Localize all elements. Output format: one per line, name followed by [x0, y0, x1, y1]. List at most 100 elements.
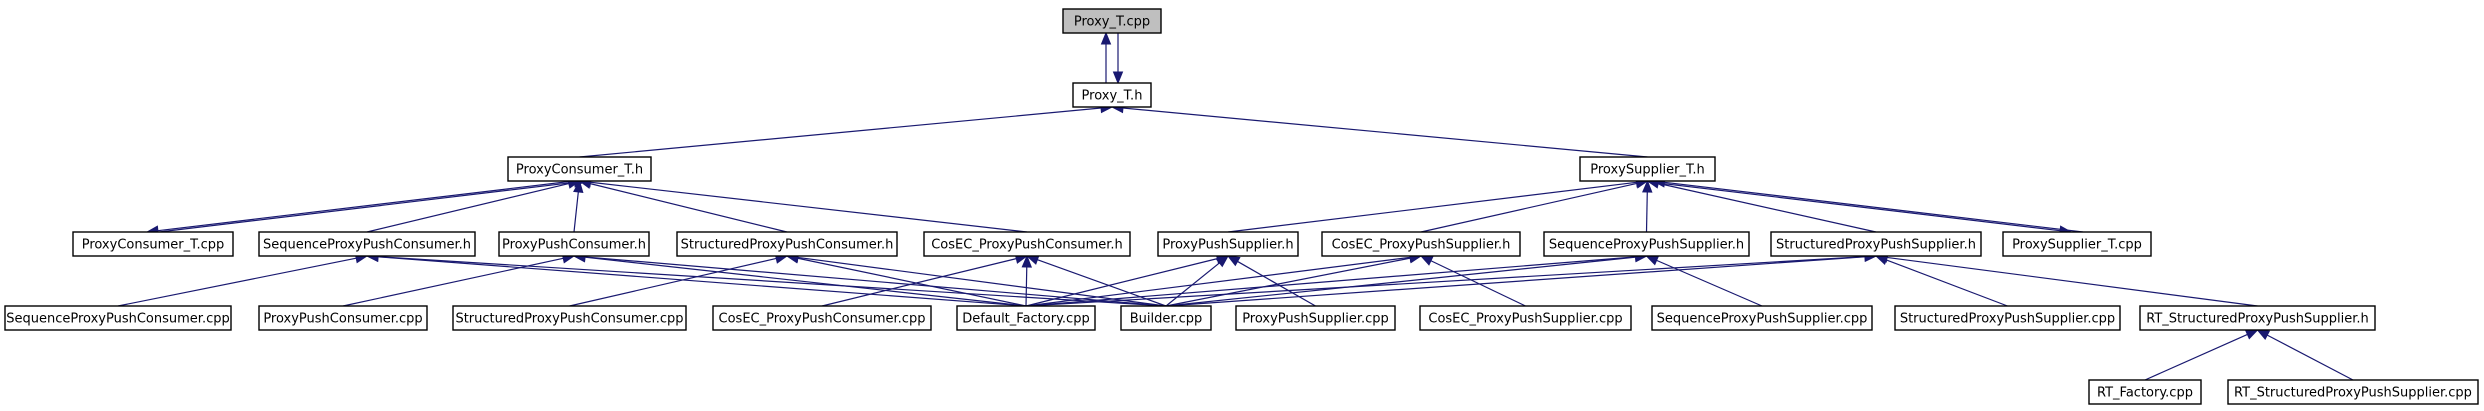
node-label: SequenceProxyPushSupplier.h — [1549, 238, 1744, 253]
node-box[interactable] — [1419, 305, 1632, 331]
node-box[interactable] — [1770, 231, 1982, 257]
node-rt-factory-cpp[interactable]: RT_Factory.cpp — [2088, 379, 2202, 405]
node-label: CosEC_ProxyPushConsumer.cpp — [719, 312, 926, 327]
node-proxypushsupplier-cpp[interactable]: ProxyPushSupplier.cpp — [1235, 305, 1396, 331]
node-box[interactable] — [258, 305, 428, 331]
edge-sequenceproxypushconsumer-h-to-proxyconsumer-t-h — [366, 178, 581, 233]
node-box[interactable] — [2002, 231, 2152, 257]
edge-line — [579, 107, 1102, 158]
node-box[interactable] — [1651, 305, 1873, 331]
node-label: SequenceProxyPushConsumer.cpp — [6, 312, 229, 327]
node-sequenceproxypushsupplier-cpp[interactable]: SequenceProxyPushSupplier.cpp — [1651, 305, 1873, 331]
edge-default-factory-cpp-to-structuredproxypushconsumer-h — [785, 253, 1027, 307]
node-default-factory-cpp[interactable]: Default_Factory.cpp — [956, 305, 1096, 331]
edge-line — [158, 181, 575, 233]
node-box[interactable] — [507, 156, 652, 182]
node-proxypushconsumer-h[interactable]: ProxyPushConsumer.h — [498, 231, 650, 257]
node-label: ProxySupplier_T.cpp — [2012, 238, 2142, 253]
edge-line — [377, 256, 1027, 307]
node-sequenceproxypushsupplier-h[interactable]: SequenceProxyPushSupplier.h — [1543, 231, 1750, 257]
node-proxy-t-cpp[interactable]: Proxy_T.cpp — [1062, 8, 1162, 34]
edge-line — [1658, 182, 1877, 233]
node-box[interactable] — [1072, 82, 1152, 108]
arrowhead-icon — [2256, 329, 2271, 340]
node-label: ProxyPushConsumer.cpp — [263, 312, 422, 327]
node-box[interactable] — [1120, 305, 1212, 331]
edge-line — [342, 257, 564, 307]
edge-line — [590, 183, 788, 233]
node-cosec-proxypushconsumer-cpp[interactable]: CosEC_ProxyPushConsumer.cpp — [712, 305, 932, 331]
node-cosec-proxypushsupplier-cpp[interactable]: CosEC_ProxyPushSupplier.cpp — [1419, 305, 1632, 331]
node-structuredproxypushconsumer-cpp[interactable]: StructuredProxyPushConsumer.cpp — [452, 305, 687, 331]
edge-line — [1165, 257, 1411, 307]
edge-line — [1165, 256, 1866, 307]
node-box[interactable] — [2088, 379, 2202, 405]
node-box[interactable] — [72, 231, 234, 257]
node-box[interactable] — [676, 231, 898, 257]
node-label: ProxyPushSupplier.h — [1162, 238, 1293, 253]
node-box[interactable] — [1062, 8, 1162, 34]
node-rt-structuredproxypushsupplier-cpp[interactable]: RT_StructuredProxyPushSupplier.cpp — [2227, 379, 2479, 405]
node-proxypushconsumer-cpp[interactable]: ProxyPushConsumer.cpp — [258, 305, 428, 331]
node-rt-structuredproxypushsupplier-h[interactable]: RT_StructuredProxyPushSupplier.h — [2139, 305, 2376, 331]
arrowhead-icon — [1112, 71, 1124, 85]
node-label: ProxyPushSupplier.cpp — [1242, 312, 1389, 327]
edge-proxysupplier-t-h-to-proxy-t-h — [1110, 102, 1648, 158]
node-sequenceproxypushconsumer-h[interactable]: SequenceProxyPushConsumer.h — [258, 231, 476, 257]
arrowhead-icon — [1645, 255, 1660, 266]
edge-structuredproxypushsupplier-cpp-to-structuredproxypushsupplier-h — [1874, 255, 2008, 307]
node-box[interactable] — [4, 305, 232, 331]
node-sequenceproxypushconsumer-cpp[interactable]: SequenceProxyPushConsumer.cpp — [4, 305, 232, 331]
edge-line — [821, 258, 1017, 307]
node-cosec-proxypushconsumer-h[interactable]: CosEC_ProxyPushConsumer.h — [923, 231, 1131, 257]
edge-line — [1025, 258, 1218, 307]
edge-line — [366, 182, 569, 233]
node-cosec-proxypushsupplier-h[interactable]: CosEC_ProxyPushSupplier.h — [1321, 231, 1521, 257]
edge-line — [157, 180, 574, 232]
node-label: ProxyPushConsumer.h — [502, 238, 646, 253]
node-box[interactable] — [1157, 231, 1299, 257]
node-builder-cpp[interactable]: Builder.cpp — [1120, 305, 1212, 331]
node-label: SequenceProxyPushConsumer.h — [263, 238, 471, 253]
node-label: Builder.cpp — [1130, 312, 1203, 327]
edge-line — [377, 256, 1167, 307]
node-label: SequenceProxyPushSupplier.cpp — [1657, 312, 1868, 327]
node-proxy-t-h[interactable]: Proxy_T.h — [1072, 82, 1152, 108]
node-box[interactable] — [258, 231, 476, 257]
node-box[interactable] — [2139, 305, 2376, 331]
node-box[interactable] — [923, 231, 1131, 257]
node-label: CosEC_ProxyPushConsumer.h — [931, 238, 1123, 253]
edge-builder-cpp-to-structuredproxypushsupplier-h — [1165, 251, 1878, 307]
node-structuredproxypushsupplier-cpp[interactable]: StructuredProxyPushSupplier.cpp — [1894, 305, 2121, 331]
node-label: StructuredProxyPushSupplier.h — [1776, 238, 1976, 253]
node-box[interactable] — [1894, 305, 2121, 331]
edge-proxysupplier-t-cpp-to-proxysupplier-t-h — [1652, 177, 2084, 233]
node-proxysupplier-t-h[interactable]: ProxySupplier_T.h — [1579, 156, 1716, 182]
node-box[interactable] — [2227, 379, 2479, 405]
edge-default-factory-cpp-to-proxypushconsumer-h — [572, 252, 1027, 307]
node-box[interactable] — [498, 231, 650, 257]
arrowhead-icon — [1642, 179, 1653, 193]
node-box[interactable] — [956, 305, 1096, 331]
node-proxyconsumer-t-cpp[interactable]: ProxyConsumer_T.cpp — [72, 231, 234, 257]
node-label: ProxyConsumer_T.h — [516, 163, 643, 178]
node-box[interactable] — [1543, 231, 1750, 257]
edges-layer — [117, 31, 2354, 381]
node-box[interactable] — [452, 305, 687, 331]
edge-line — [573, 191, 579, 233]
node-box[interactable] — [1579, 156, 1716, 182]
node-structuredproxypushsupplier-h[interactable]: StructuredProxyPushSupplier.h — [1770, 231, 1982, 257]
node-structuredproxypushconsumer-h[interactable]: StructuredProxyPushConsumer.h — [676, 231, 898, 257]
node-box[interactable] — [1321, 231, 1521, 257]
node-label: Proxy_T.h — [1082, 89, 1143, 104]
node-box[interactable] — [1235, 305, 1396, 331]
node-proxysupplier-t-cpp[interactable]: ProxySupplier_T.cpp — [2002, 231, 2152, 257]
arrowhead-icon — [1226, 255, 1241, 267]
node-proxyconsumer-t-h[interactable]: ProxyConsumer_T.h — [507, 156, 652, 182]
edge-line — [1025, 256, 1636, 307]
edge-rt-structuredproxypushsupplier-h-to-structuredproxypushsupplier-h — [1874, 252, 2258, 307]
node-box[interactable] — [712, 305, 932, 331]
node-proxypushsupplier-h[interactable]: ProxyPushSupplier.h — [1157, 231, 1299, 257]
edge-line — [584, 256, 1167, 307]
edge-line — [1227, 181, 1637, 233]
